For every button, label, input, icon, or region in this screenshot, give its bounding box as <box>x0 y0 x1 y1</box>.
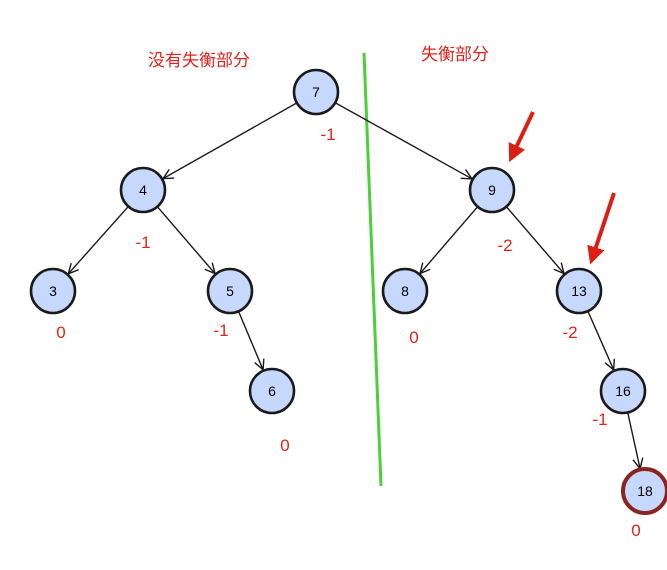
edge-n5-n6 <box>237 311 264 370</box>
caption-balanced-part: 没有失衡部分 <box>148 51 250 71</box>
tree-node-8: 8 <box>381 267 429 315</box>
tree-node-5: 5 <box>206 267 254 315</box>
node-label: 18 <box>637 483 653 499</box>
tree-node-16: 16 <box>599 367 647 415</box>
node-circle <box>206 267 254 315</box>
node-circle <box>29 267 77 315</box>
node-circle <box>468 166 516 214</box>
edge-n7-n9 <box>334 102 472 179</box>
tree-node-7: 7 <box>292 68 340 116</box>
balance-factor-8: 0 <box>409 328 419 347</box>
node-circle <box>248 367 296 415</box>
balance-factor-3: 0 <box>56 323 66 342</box>
node-label: 16 <box>615 383 631 399</box>
edge-n4-n3 <box>68 205 129 273</box>
balance-factor-6: 0 <box>280 436 290 455</box>
balance-factor-18: 0 <box>631 521 641 540</box>
edge-n9-n13 <box>505 206 564 274</box>
node-label: 6 <box>268 383 276 399</box>
tree-node-18: 18 <box>621 467 667 515</box>
node-circle <box>292 68 340 116</box>
node-label: 5 <box>226 283 234 299</box>
tree-node-3: 3 <box>29 267 77 315</box>
edges-layer <box>68 102 640 469</box>
balance-factor-7: -1 <box>320 125 336 144</box>
tree-node-9: 9 <box>468 166 516 214</box>
node-label: 3 <box>49 283 57 299</box>
node-circle <box>555 267 603 315</box>
balance-factor-16: -1 <box>592 410 608 429</box>
edge-n16-n18 <box>627 412 640 468</box>
balance-factor-5: -1 <box>213 321 229 340</box>
edge-n9-n8 <box>420 206 479 274</box>
balance-factor-9: -2 <box>497 236 513 255</box>
red-arrow-icon <box>508 111 535 163</box>
node-label: 13 <box>571 283 587 299</box>
balance-factor-13: -2 <box>562 323 578 342</box>
node-circle <box>119 166 167 214</box>
node-label: 4 <box>139 182 147 198</box>
markers-layer <box>508 111 616 265</box>
node-circle <box>621 467 667 515</box>
caption-unbalanced-part: 失衡部分 <box>421 45 489 65</box>
edge-n4-n5 <box>156 206 215 274</box>
red-arrow-icon <box>587 192 616 265</box>
nodes-layer: 7 4 3 5 6 9 8 13 16 18 <box>29 68 667 515</box>
balance-factor-4: -1 <box>135 233 151 252</box>
node-circle <box>381 267 429 315</box>
divider-line <box>362 52 383 487</box>
node-label: 7 <box>312 84 320 100</box>
node-circle <box>599 367 647 415</box>
node-label: 8 <box>401 283 409 299</box>
tree-node-6: 6 <box>248 367 296 415</box>
tree-node-13: 13 <box>555 267 603 315</box>
node-label: 9 <box>488 182 496 198</box>
edge-n7-n4 <box>163 102 298 179</box>
edge-n13-n16 <box>587 310 614 370</box>
tree-node-4: 4 <box>119 166 167 214</box>
